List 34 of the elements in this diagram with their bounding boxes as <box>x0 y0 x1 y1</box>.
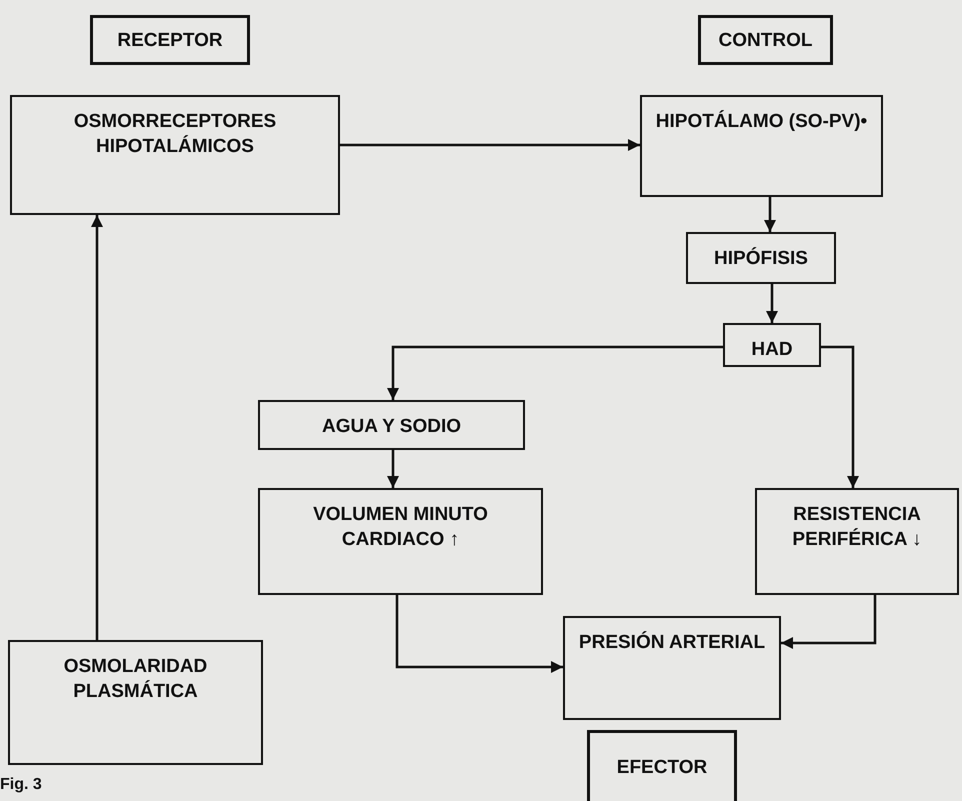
node-label: VOLUMEN MINUTO CARDIACO ↑ <box>312 503 489 552</box>
arrow <box>396 595 563 673</box>
node-label: CONTROL <box>718 28 812 52</box>
node-label: AGUA Y SODIO <box>322 415 461 439</box>
process-box <box>563 616 781 720</box>
arrow <box>91 215 103 640</box>
process-box <box>755 488 959 595</box>
figure-number: Fig. 3 <box>0 776 42 794</box>
arrow <box>387 346 723 400</box>
arrow <box>821 346 859 488</box>
process-box <box>10 95 340 215</box>
node-label: PRESIÓN ARTERIAL <box>578 630 766 655</box>
node-label: OSMORRECEPTORES HIPOTALÁMICOS <box>72 110 278 159</box>
heading-box <box>698 15 833 65</box>
arrow <box>766 284 778 323</box>
arrow <box>340 139 640 151</box>
process-box <box>8 640 263 765</box>
node-label: HIPÓFISIS <box>714 246 808 271</box>
process-box <box>723 323 821 367</box>
arrow <box>764 197 776 232</box>
process-box <box>686 232 836 284</box>
arrow <box>781 595 876 649</box>
node-label: EFECTOR <box>616 756 708 780</box>
heading-box <box>90 15 250 65</box>
process-box <box>640 95 883 197</box>
node-label: RESISTENCIA PERIFÉRICA ↓ <box>791 503 923 552</box>
node-label: HIPOTÁLAMO (SO-PV)• <box>656 109 868 134</box>
node-label: OSMOLARIDAD PLASMÁTICA <box>62 655 208 704</box>
heading-box <box>587 730 737 801</box>
arrow <box>387 450 399 488</box>
node-label: RECEPTOR <box>117 28 223 52</box>
process-box <box>258 400 525 450</box>
process-box <box>258 488 543 595</box>
node-label: HAD <box>751 338 793 362</box>
